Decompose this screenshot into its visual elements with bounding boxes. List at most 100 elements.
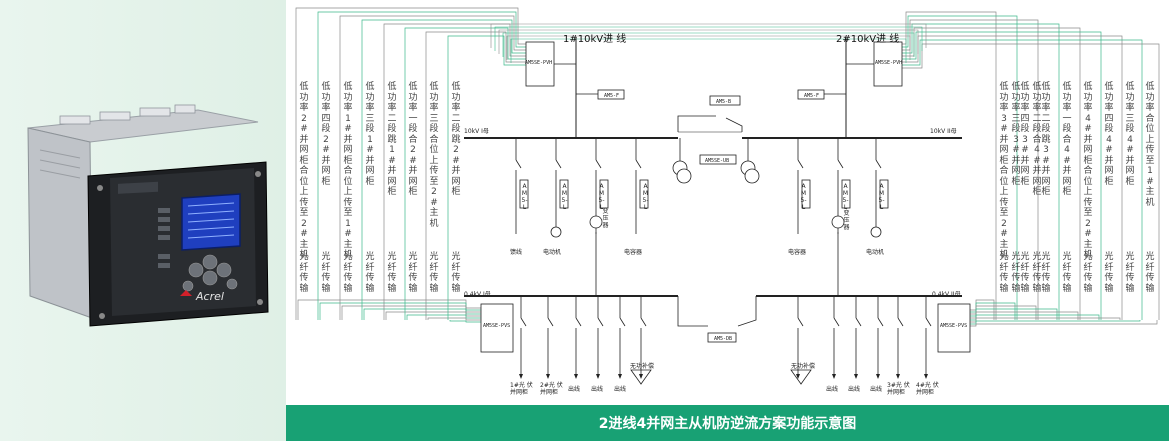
side_left-top-4: 低功率二段跳1#并网柜	[387, 82, 397, 197]
side_right-top-8: 低功率三段3#并网柜	[1011, 82, 1021, 187]
side_left-top-2: 低功率1#并网柜合位上传至1#主机	[343, 82, 353, 260]
right-top-wire-1	[898, 15, 1018, 320]
right-bottom-wire-3	[966, 308, 1058, 320]
side_left-bottom-7: 光纤传输	[451, 252, 461, 294]
side_right-bottom-3: 光纤传输	[1062, 252, 1072, 294]
lv-arrow-9	[876, 374, 880, 379]
bus-lv-right-label: 0.4kV II母	[932, 291, 961, 298]
meter-f-right: AM5-F	[804, 93, 820, 99]
lv-right-switch-2	[855, 317, 862, 327]
side_left-bottom-4: 光纤传输	[387, 252, 397, 294]
lv-load-left-2: 出线	[568, 386, 581, 393]
meter-f-left: AM5-F	[604, 93, 620, 99]
hv-right-meter-box-1	[841, 179, 851, 209]
lv-arrow-8	[854, 374, 858, 379]
side_right-top-4: 低功率4#并网柜合位上传至2#主机	[1083, 82, 1093, 260]
lv-left-switch-5	[640, 317, 647, 327]
hv-left-switch-0	[515, 159, 522, 169]
caption-bar: 2进线4并网主从机防逆流方案功能示意图	[286, 405, 1169, 441]
lv-load-left-1: 2#光 伏并网柜	[540, 382, 563, 396]
bus-hv-right-label: 10kV II母	[930, 128, 957, 135]
right-bottom-wire-5	[966, 314, 1100, 321]
side_left-top-0: 低功率2#并网柜合位上传至2#主机	[299, 82, 309, 260]
side_left-bottom-6: 光纤传输	[429, 252, 439, 294]
lv-load-right-2: 出线	[848, 386, 861, 393]
relay-device-image: Acrel	[27, 104, 269, 327]
left-bottom-wire-5	[406, 314, 481, 320]
cross-wire-1	[494, 26, 923, 51]
meter-f-left-box	[597, 89, 625, 100]
meter-lv-left: AM5SE-PVS	[483, 323, 511, 329]
cross-wire-0	[490, 23, 927, 48]
cross-wire-2	[498, 29, 919, 54]
lv-left-switch-0	[520, 317, 527, 327]
side_right-bottom-7: 光纤传输	[1145, 252, 1155, 294]
meter-tie-lv-box	[707, 332, 737, 343]
lv-load-left-4: 出线	[614, 386, 627, 393]
side_left-top-7: 低功率二段跳2#并网柜	[451, 82, 461, 197]
meter-transformer-box	[699, 154, 737, 165]
hv-right-meter-box-0	[801, 179, 811, 209]
hv-left-meter-box-1	[559, 179, 569, 209]
lv-left-switch-2	[575, 317, 582, 327]
right-bottom-wire-8	[966, 320, 1158, 327]
side_right-top-6: 低功率三段4#并网柜	[1125, 82, 1135, 187]
right-bottom-wire-6	[966, 317, 1121, 323]
hv-meter-l2: AM5-L	[561, 183, 568, 211]
left-bottom-wire-7	[449, 320, 481, 323]
lv-right-switch-3	[877, 317, 884, 327]
lv-tie-left	[677, 296, 708, 327]
meter-lv-left-box	[480, 303, 514, 353]
hv-load-right-1: 电动机	[866, 249, 885, 256]
lv-right-switch-5	[925, 317, 932, 327]
left-bottom-wire-4	[385, 311, 481, 320]
lv-right-switch-4	[897, 317, 904, 327]
left-bottom-wire-1	[319, 302, 481, 320]
lv-load-left-3: 出线	[591, 386, 604, 393]
lv-arrow-7	[832, 374, 836, 379]
hv-left-meter-box-2	[599, 179, 609, 209]
hv-transformer-label-right: 变压器	[843, 210, 850, 231]
right-bottom-wire-1	[966, 302, 1016, 320]
lv-arrow-2	[574, 374, 578, 379]
lv-left-switch-3	[597, 317, 604, 327]
right-top-wire-4	[898, 27, 1081, 320]
hv-meter-r3: AM5-L	[878, 183, 885, 211]
side_left-bottom-3: 光纤传输	[365, 252, 375, 294]
side_left-top-3: 低功率三段1#并网柜	[365, 82, 375, 187]
hv-left-switch-3	[635, 159, 642, 169]
side_right-bottom-2: 光纤传输	[1041, 252, 1051, 294]
hv-meter-l1: AM5-L	[521, 183, 528, 211]
side_left-bottom-0: 光纤传输	[299, 252, 309, 294]
side_left-top-1: 低功率四段2#并网柜	[321, 82, 331, 187]
left-top-wire-7	[447, 35, 526, 320]
side_left-bottom-2: 光纤传输	[343, 252, 353, 294]
side_left-top-5: 低功率一段合2#并网柜	[408, 82, 418, 197]
hv-left-meter-box-0	[519, 179, 529, 209]
meter-tie-hv-box	[709, 95, 741, 106]
left-top-wire-3	[361, 19, 526, 320]
transformer-left-b	[676, 168, 692, 184]
cross-wire-4	[506, 35, 911, 60]
hv-left-motor	[550, 226, 562, 238]
side_right-bottom-5: 光纤传输	[1104, 252, 1114, 294]
lv-arrow-6	[796, 374, 800, 379]
hv-meter-r1: AM5-L	[800, 183, 807, 211]
hv-right-transformer	[831, 215, 845, 229]
hv-right-switch-0	[797, 159, 804, 169]
lv-left-switch-1	[547, 317, 554, 327]
lv-arrow-5	[639, 374, 643, 379]
lv-left-capacitor	[630, 369, 652, 385]
hv-tie-switch	[725, 117, 743, 132]
left-bottom-wire-0	[297, 299, 481, 320]
meter-tie-lv: AM5-DB	[714, 336, 733, 342]
left-bottom-wire-2	[341, 305, 481, 320]
side_left-top-6: 低功率三段合位上传至2#主机	[429, 82, 439, 229]
hv-load-left-1: 电动机	[543, 249, 562, 256]
side_right-top-3: 低功率一段合4#并网柜	[1062, 82, 1072, 197]
bus-lv-left-label: 0.4kV I母	[464, 291, 491, 298]
lv-load-left-0: 1#光 伏并网柜	[510, 382, 533, 396]
meter-f-right-box	[797, 89, 825, 100]
left-top-wire-6	[425, 31, 526, 320]
right-top-wire-7	[898, 39, 1143, 320]
